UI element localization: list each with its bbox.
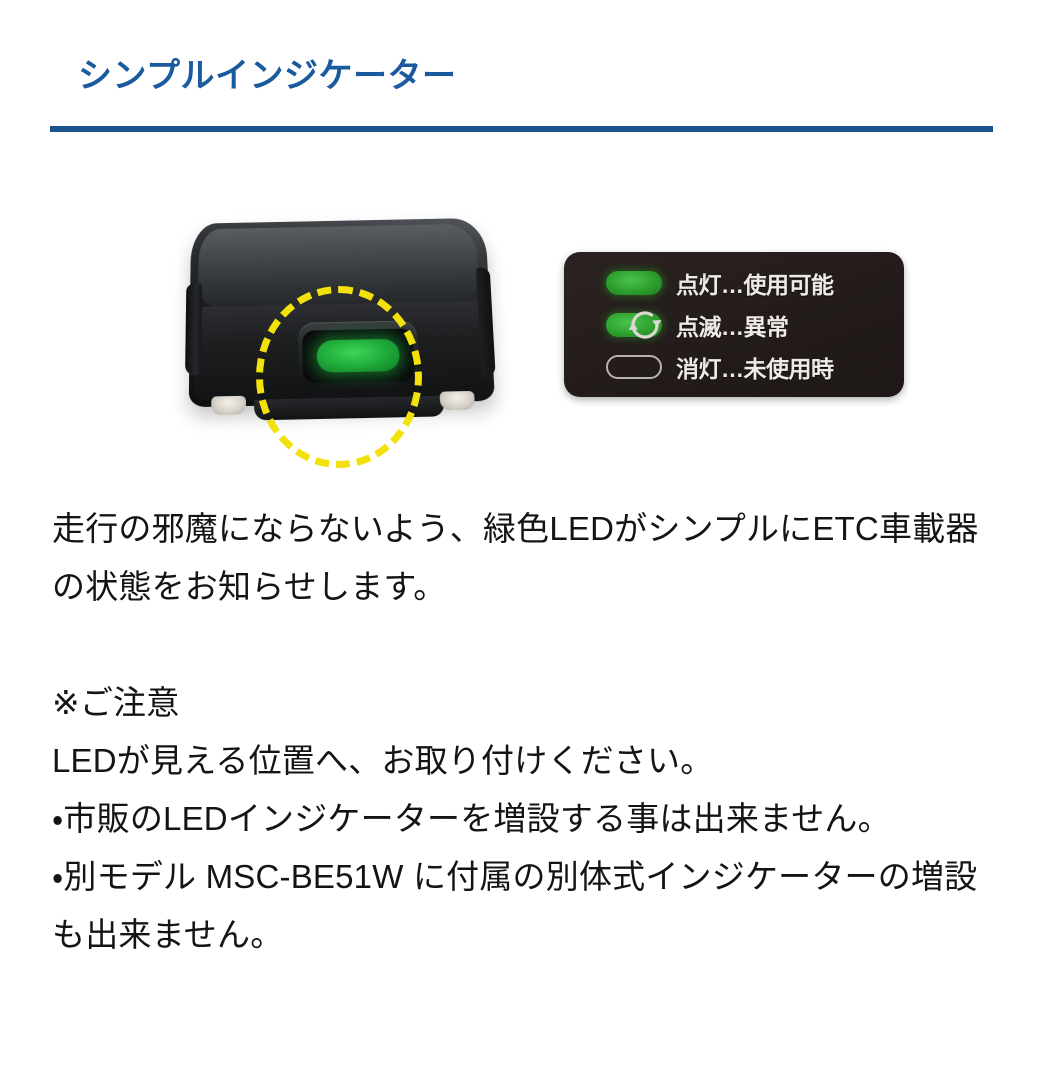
legend-label-blink: 点滅…異常 xyxy=(676,314,789,340)
notice-line-no-aftermarket-led: ・市販のLEDインジケーターを増設する事は出来ません。 xyxy=(52,800,891,837)
legend-label-on: 点灯…使用可能 xyxy=(676,272,834,298)
led-on-pill-icon xyxy=(606,271,662,295)
etc-device-photo xyxy=(140,200,540,468)
led-blink-pill-icon xyxy=(606,311,662,339)
device-foot-right xyxy=(439,390,476,411)
notice-line-no-separate-indicator: ・別モデル MSC-BE51W に付属の別体式インジケーターの増設も出来ません。 xyxy=(52,858,978,953)
led-off-pill-icon xyxy=(606,355,662,379)
legend-row-off: 消灯…未使用時 xyxy=(564,346,904,388)
body-copy: 走行の邪魔にならないよう、緑色LEDがシンプルにETC車載器の状態をお知らせしま… xyxy=(52,500,992,964)
device-left-edge xyxy=(185,283,203,376)
device-foot-left xyxy=(211,395,246,416)
body-paragraph-description: 走行の邪魔にならないよう、緑色LEDがシンプルにETC車載器の状態をお知らせしま… xyxy=(52,510,979,605)
indicator-figure: 点灯…使用可能 点滅…異常 消灯…未使用時 xyxy=(50,190,993,475)
notice-heading: ※ご注意 xyxy=(52,684,180,721)
title-divider xyxy=(50,126,993,132)
page-title: シンプルインジケーター xyxy=(78,57,457,95)
legend-label-off: 消灯…未使用時 xyxy=(676,356,834,382)
indicator-legend-box: 点灯…使用可能 点滅…異常 消灯…未使用時 xyxy=(564,252,904,397)
led-highlight-circle-icon xyxy=(256,286,422,468)
legend-row-blink: 点滅…異常 xyxy=(564,304,904,346)
refresh-arrow-icon xyxy=(628,311,662,339)
legend-row-on: 点灯…使用可能 xyxy=(564,262,904,304)
notice-line-mounting-position: LEDが見える位置へ、お取り付けください。 xyxy=(52,742,714,779)
